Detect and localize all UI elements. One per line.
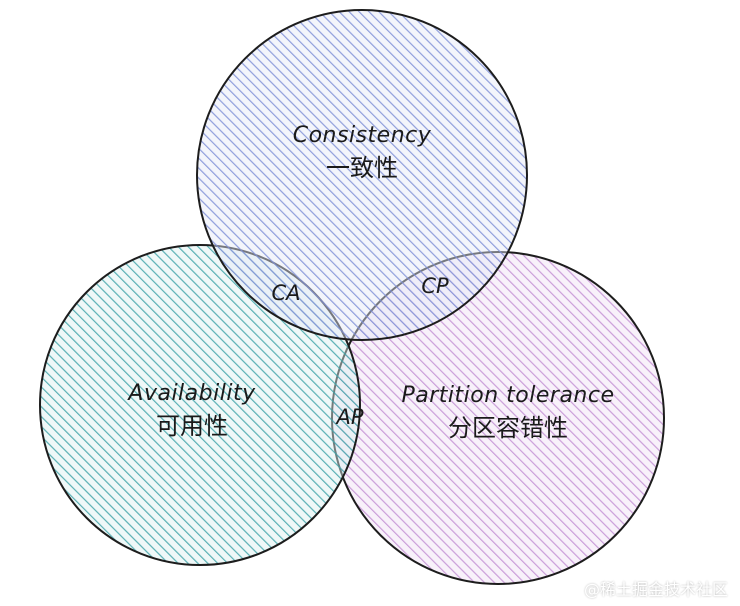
partition-tolerance-circle	[331, 251, 665, 585]
partition-tolerance-label-en: Partition tolerance	[402, 383, 615, 408]
overlap-label-ap: AP	[334, 405, 363, 429]
consistency-label-zh: 一致性	[326, 154, 398, 182]
watermark: @稀土掘金技术社区	[583, 580, 728, 599]
availability-label-en: Availability	[126, 381, 256, 406]
overlap-label-cp: CP	[421, 274, 449, 298]
consistency-circle	[196, 9, 528, 341]
partition-tolerance-label-zh: 分区容错性	[448, 414, 568, 442]
availability-label-zh: 可用性	[156, 412, 228, 440]
overlap-label-ca: CA	[271, 281, 300, 305]
availability-circle	[39, 244, 361, 566]
consistency-label-en: Consistency	[293, 123, 432, 148]
